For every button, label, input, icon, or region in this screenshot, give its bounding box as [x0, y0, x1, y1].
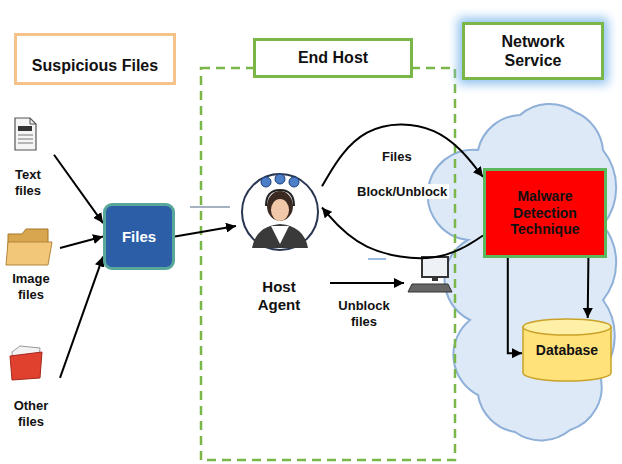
- connector-arrow: [587, 258, 590, 318]
- connector-arrow: [60, 257, 103, 378]
- connector-arrow: [60, 237, 103, 249]
- host-agent-icon: [242, 174, 318, 250]
- file-icon-label: Text files: [2, 112, 54, 207]
- action-label: Unblock files: [326, 298, 402, 329]
- text-file-icon: [15, 118, 36, 150]
- detection-box: Malware Detection Technique: [483, 168, 607, 258]
- connector-arrow: [508, 258, 522, 353]
- node-text: Database: [536, 342, 598, 359]
- header-box: Network Service: [462, 22, 604, 80]
- connector-arrow: [54, 155, 103, 223]
- file-icon-label: Other files: [2, 340, 60, 448]
- cylinder-top: [523, 319, 611, 335]
- database-cylinder: Database: [522, 318, 612, 382]
- node-text: Image files: [6, 271, 56, 302]
- image-folder-icon: [6, 229, 52, 265]
- connector-arrow: [322, 208, 483, 259]
- host-agent: Host Agent: [236, 172, 322, 314]
- node-text: Host Agent: [251, 278, 307, 314]
- node-text: End Host: [298, 48, 368, 67]
- node-text: Text files: [6, 167, 50, 198]
- tick-mark: [190, 206, 230, 208]
- header-box: Suspicious Files: [14, 33, 176, 85]
- tick-mark: [368, 258, 386, 260]
- node-text: Files: [122, 228, 156, 246]
- connector-arrow: [175, 226, 236, 237]
- node-text: Suspicious Files: [32, 56, 158, 75]
- files-box: Files: [103, 203, 175, 270]
- other-folder-icon: [10, 346, 42, 380]
- node-text: Malware Detection Technique: [490, 188, 600, 238]
- node-text: Other files: [6, 398, 56, 429]
- edge-label: Files: [380, 149, 414, 164]
- file-icon-label: Image files: [2, 225, 60, 317]
- edge-label: Block/Unblock: [355, 184, 449, 199]
- header-box: End Host: [253, 38, 413, 78]
- node-text: Network Service: [483, 32, 583, 70]
- unblock-arrow: [330, 282, 404, 284]
- connector-arrow: [322, 124, 483, 186]
- computer-icon: [408, 257, 452, 292]
